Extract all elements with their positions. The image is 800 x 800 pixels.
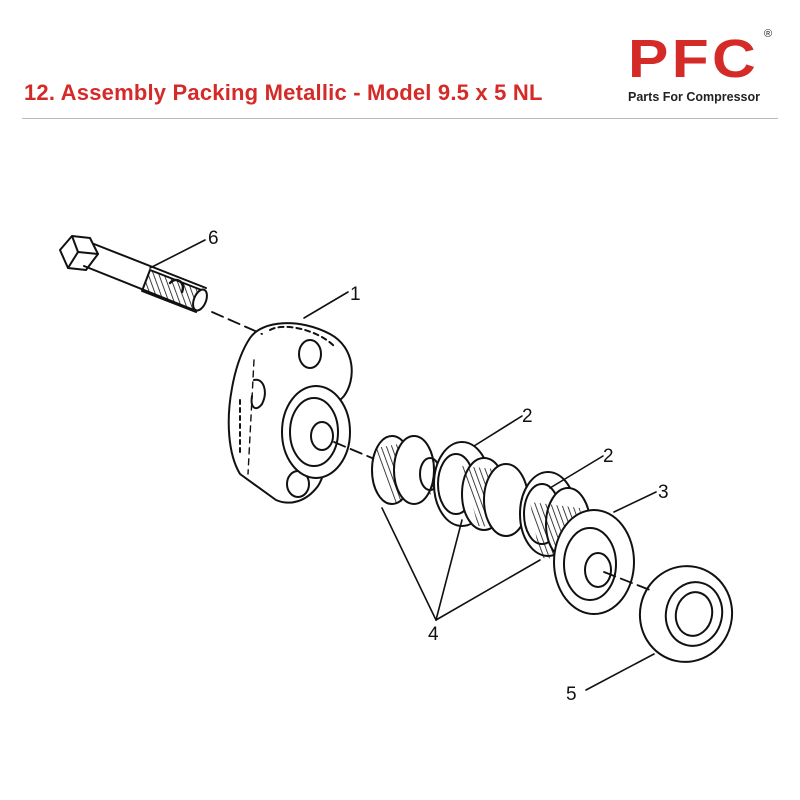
callout-1: 1 (350, 284, 361, 305)
assembly-axis-lines (211, 311, 651, 591)
callout-2b: 2 (603, 446, 614, 467)
callout-4: 4 (428, 624, 439, 645)
callout-6: 6 (208, 228, 219, 249)
callout-leaders (149, 239, 657, 691)
brand-logo: PFC ® Parts For Compressor (628, 28, 778, 110)
callout-5: 5 (566, 684, 577, 705)
registered-mark: ® (764, 28, 773, 40)
packing-rings-part-2 (371, 435, 591, 561)
bolt-part-6 (59, 235, 208, 313)
flange-part-1 (227, 322, 353, 504)
page-title: 12. Assembly Packing Metallic - Model 9.… (24, 80, 543, 105)
callout-2a: 2 (522, 406, 533, 427)
washer-part-5 (638, 565, 734, 663)
title-divider (22, 118, 778, 119)
callout-3: 3 (658, 482, 669, 503)
logo-tagline: Parts For Compressor (628, 90, 760, 104)
gland-ring-part-3 (553, 509, 635, 615)
logo-mark: PFC (628, 29, 760, 89)
